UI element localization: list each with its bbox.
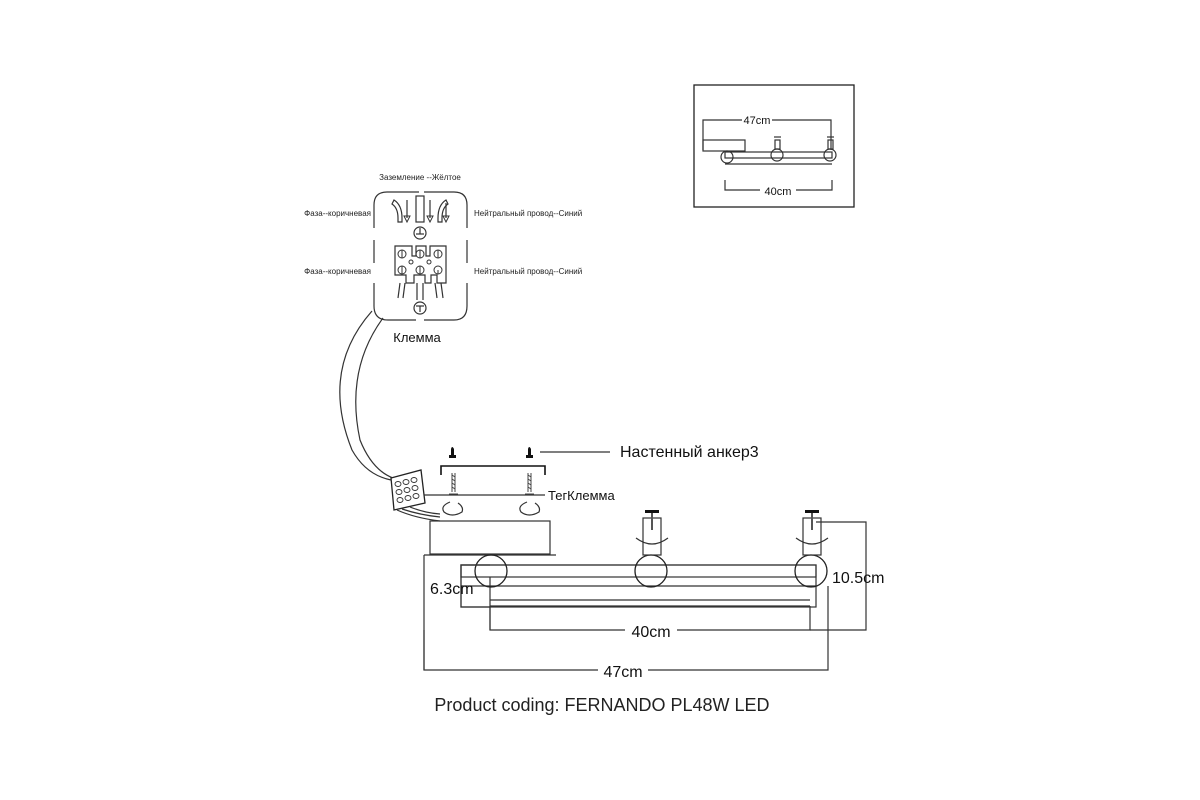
wall-anchor-label: Настенный анкер3	[620, 444, 759, 461]
screw-icon	[449, 473, 458, 495]
spot-mount-right	[795, 510, 829, 556]
fixture-drawing: 10.5cm 6.3cm 40cm 47cm	[423, 510, 884, 681]
terminal-tag-label: ТегКлемма	[548, 488, 615, 503]
inset-40cm-label: 40cm	[765, 186, 792, 198]
outer-width-label: 47cm	[603, 664, 642, 681]
wall-anchor-icon	[526, 447, 533, 458]
terminal-box-bottom	[373, 283, 468, 321]
globe-left	[474, 554, 508, 588]
wiring-terminal-diagram: Заземление --Жёлтое Фаза--коричневая Фаз…	[304, 173, 582, 345]
globe-middle	[634, 554, 668, 588]
terminal-block	[394, 245, 447, 284]
globe-right	[794, 554, 828, 588]
ring-icon	[519, 501, 541, 516]
canopy	[429, 520, 551, 555]
inner-width-label: 40cm	[631, 624, 670, 641]
cable-inner	[355, 317, 394, 479]
mounting-hardware: Настенный анкер3 ТегКлемма	[424, 444, 759, 516]
inset-base	[702, 139, 746, 152]
phase-label-bottom: Фаза--коричневая	[304, 267, 371, 276]
light-bar-top	[460, 564, 817, 578]
ring-icon	[442, 501, 464, 516]
cable-outer	[339, 310, 392, 481]
depth-dimension-line	[460, 564, 490, 608]
terminal-label: Клемма	[393, 330, 441, 345]
height-dimension-label: 10.5cm	[832, 570, 884, 587]
ground-wire-label: Заземление --Жёлтое	[379, 173, 461, 182]
ground-symbol-bottom-icon	[413, 301, 427, 315]
height-dimension-line	[810, 521, 867, 631]
inset-view: 47cm 40cm	[693, 84, 855, 208]
terminal-box-top	[373, 191, 468, 228]
inset-frame	[693, 84, 855, 208]
phase-label-top: Фаза--коричневая	[304, 209, 371, 218]
screw-icon	[525, 473, 534, 495]
wall-anchor-icon	[449, 447, 456, 458]
inset-bar	[724, 151, 833, 159]
ground-wire	[415, 195, 425, 223]
depth-dimension-label: 6.3cm	[430, 581, 474, 598]
product-caption: Product coding: FERNANDO PL48W LED	[434, 695, 769, 715]
neutral-label-top: Нейтральный провод--Синий	[474, 209, 582, 218]
connector-block	[390, 469, 441, 522]
bracket	[440, 465, 546, 475]
spot-mount-middle	[635, 510, 669, 556]
neutral-label-bottom: Нейтральный провод--Синий	[474, 267, 582, 276]
inset-47cm-label: 47cm	[744, 115, 771, 127]
ground-symbol-icon	[413, 226, 427, 240]
